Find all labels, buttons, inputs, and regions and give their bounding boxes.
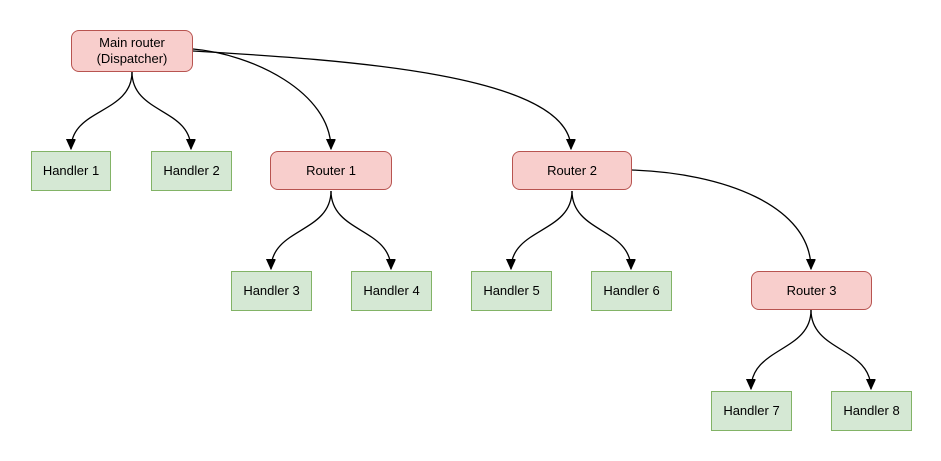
node-handler-3[interactable]: Handler 3 (231, 271, 312, 311)
node-handler-4[interactable]: Handler 4 (351, 271, 432, 311)
node-label: Main router (99, 35, 165, 50)
edge-router-2-to-handler-5 (511, 190, 573, 269)
node-router-1[interactable]: Router 1 (270, 151, 392, 190)
node-label: Router 3 (786, 282, 837, 298)
edge-router-3-to-handler-7 (751, 309, 812, 389)
node-label: Handler 1 (42, 163, 100, 178)
edge-main-router-to-router-1 (192, 48, 331, 149)
node-label: Router 1 (306, 162, 356, 178)
node-handler-2[interactable]: Handler 2 (151, 151, 232, 191)
node-handler-6[interactable]: Handler 6 (591, 271, 672, 311)
node-main-router[interactable]: Main router (Dispatcher) (71, 30, 193, 72)
node-label: Router 2 (547, 162, 597, 178)
node-label: Handler 4 (363, 283, 420, 298)
node-label: Handler 6 (603, 283, 660, 298)
node-handler-5[interactable]: Handler 5 (471, 271, 552, 311)
node-label: Handler 5 (483, 283, 540, 298)
edge-router-2-to-router-3 (631, 169, 811, 269)
edge-main-router-to-handler-2 (131, 71, 191, 149)
node-label: Handler 3 (243, 283, 300, 298)
edge-router-1-to-handler-4 (330, 190, 391, 269)
node-label: (Dispatcher) (96, 51, 168, 66)
node-label: Handler 8 (843, 403, 900, 418)
node-label: Handler 7 (723, 403, 780, 418)
edge-router-1-to-handler-3 (271, 190, 332, 269)
edge-router-2-to-handler-6 (571, 190, 631, 269)
node-router-2[interactable]: Router 2 (512, 151, 632, 190)
node-label: Handler 2 (163, 163, 220, 178)
node-router-3[interactable]: Router 3 (751, 271, 872, 310)
node-handler-7[interactable]: Handler 7 (711, 391, 792, 431)
node-handler-1[interactable]: Handler 1 (31, 151, 111, 191)
edge-main-router-to-handler-1 (71, 71, 133, 149)
edge-main-router-to-router-2 (192, 50, 571, 149)
node-handler-8[interactable]: Handler 8 (831, 391, 912, 431)
edge-router-3-to-handler-8 (810, 309, 871, 389)
